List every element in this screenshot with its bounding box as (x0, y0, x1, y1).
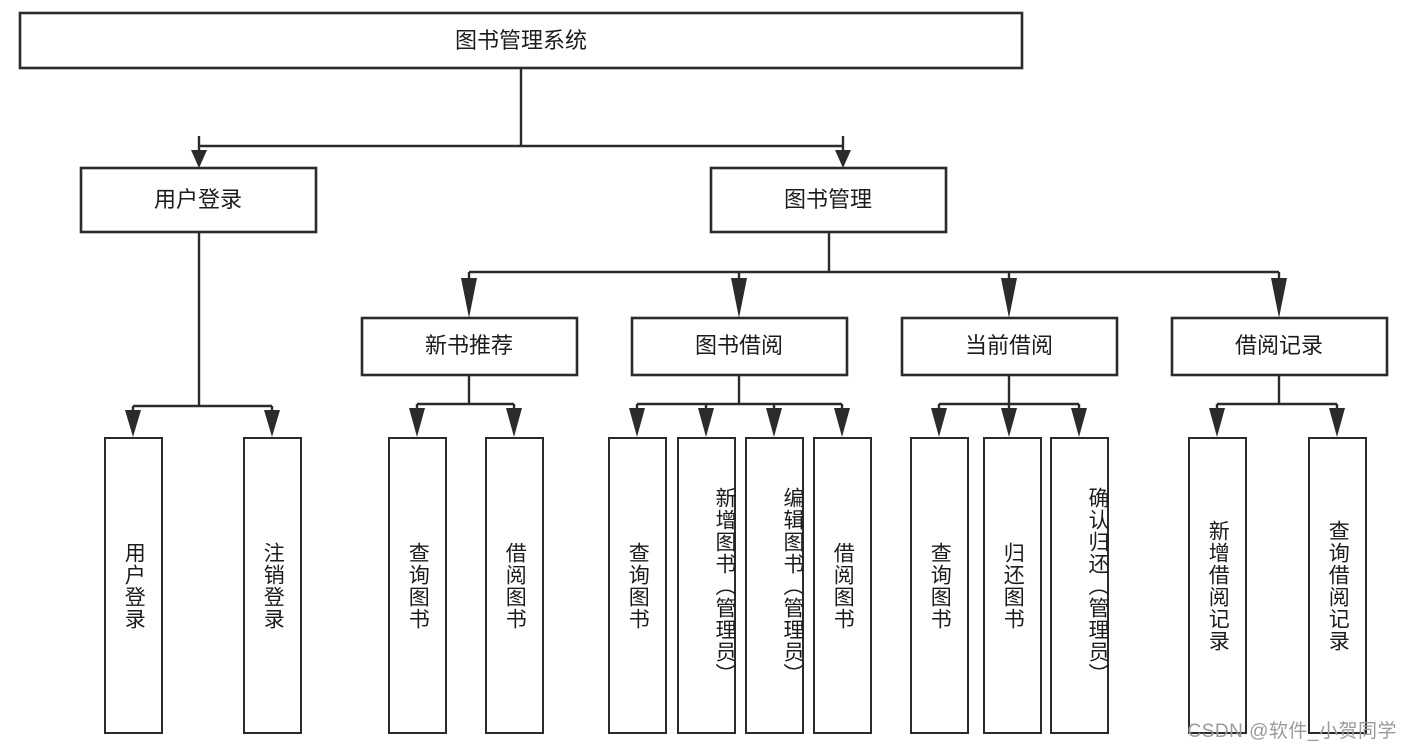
connector-root-to-level2 (191, 68, 851, 168)
leaf-box-confirm-return-admin[interactable] (1050, 437, 1109, 734)
arrow-head-borrow-record (1271, 278, 1287, 318)
arrow-head-new-book-recommend (461, 278, 477, 318)
node-box-new-book-recommend[interactable] (360, 316, 579, 377)
arrow-head-leaf-add-book-admin (698, 408, 714, 437)
leaf-box-query-book-3[interactable] (910, 437, 969, 734)
leaf-box-borrow-book-2[interactable] (813, 437, 872, 734)
connector-new-book-recommend-to-leaves (409, 375, 522, 437)
arrow-head-leaf-query-book-3 (931, 408, 947, 437)
leaf-box-edit-book-admin[interactable] (745, 437, 804, 734)
arrow-head-leaf-query-book-2 (629, 408, 645, 437)
node-label-new-book-recommend: 新书推荐 (425, 333, 513, 358)
arrow-head-leaf-query-borrow-record (1329, 408, 1345, 437)
connector-borrow-record-to-leaves (1209, 375, 1345, 437)
arrow-head-leaf-return-book (1001, 408, 1017, 437)
leaf-box-query-borrow-record[interactable] (1308, 437, 1367, 734)
node-box-user-login[interactable] (79, 166, 318, 234)
leaf-box-borrow-book-1[interactable] (485, 437, 544, 734)
arrow-head-leaf-query-book-1 (409, 408, 425, 437)
arrow-head-leaf-add-borrow-record (1209, 408, 1225, 437)
arrow-head-leaf-user-login (125, 410, 141, 437)
node-label-user-login: 用户登录 (154, 187, 242, 212)
arrow-head-current-borrow (1001, 278, 1017, 318)
arrow-head-leaf-borrow-book-2 (834, 408, 850, 437)
arrow-head-book-management (835, 150, 851, 168)
connector-book-borrow-to-leaves (629, 375, 850, 437)
leaf-box-return-book[interactable] (983, 437, 1042, 734)
connector-book-management-to-level3 (461, 232, 1287, 318)
node-box-book-management[interactable] (709, 166, 948, 234)
leaf-box-user-login[interactable] (104, 437, 163, 734)
node-box-book-borrow[interactable] (630, 316, 849, 377)
leaf-box-add-borrow-record[interactable] (1188, 437, 1247, 734)
watermark-text: CSDN @软件_小贺同学 (1187, 721, 1397, 742)
connector-user-login-to-leaves (125, 232, 280, 437)
leaf-box-query-book-2[interactable] (608, 437, 667, 734)
arrow-head-leaf-logout-login (264, 410, 280, 437)
node-box-borrow-record[interactable] (1170, 316, 1389, 377)
arrow-head-book-borrow (731, 278, 747, 318)
leaf-box-add-book-admin[interactable] (677, 437, 736, 734)
arrow-head-user-login (191, 150, 207, 168)
node-label-book-management: 图书管理 (784, 187, 872, 212)
leaf-box-logout-login[interactable] (243, 437, 302, 734)
node-box-root[interactable] (18, 11, 1024, 70)
node-label-book-borrow: 图书借阅 (695, 333, 783, 358)
arrow-head-leaf-edit-book-admin (766, 408, 782, 437)
arrow-head-leaf-confirm-return-admin (1071, 408, 1087, 437)
connector-current-borrow-to-leaves (931, 375, 1087, 437)
arrow-head-leaf-borrow-book-1 (506, 408, 522, 437)
node-label-borrow-record: 借阅记录 (1235, 333, 1323, 358)
node-label-root: 图书管理系统 (455, 28, 587, 53)
node-box-current-borrow[interactable] (900, 316, 1119, 377)
leaf-box-query-book-1[interactable] (388, 437, 447, 734)
node-label-current-borrow: 当前借阅 (965, 333, 1053, 358)
